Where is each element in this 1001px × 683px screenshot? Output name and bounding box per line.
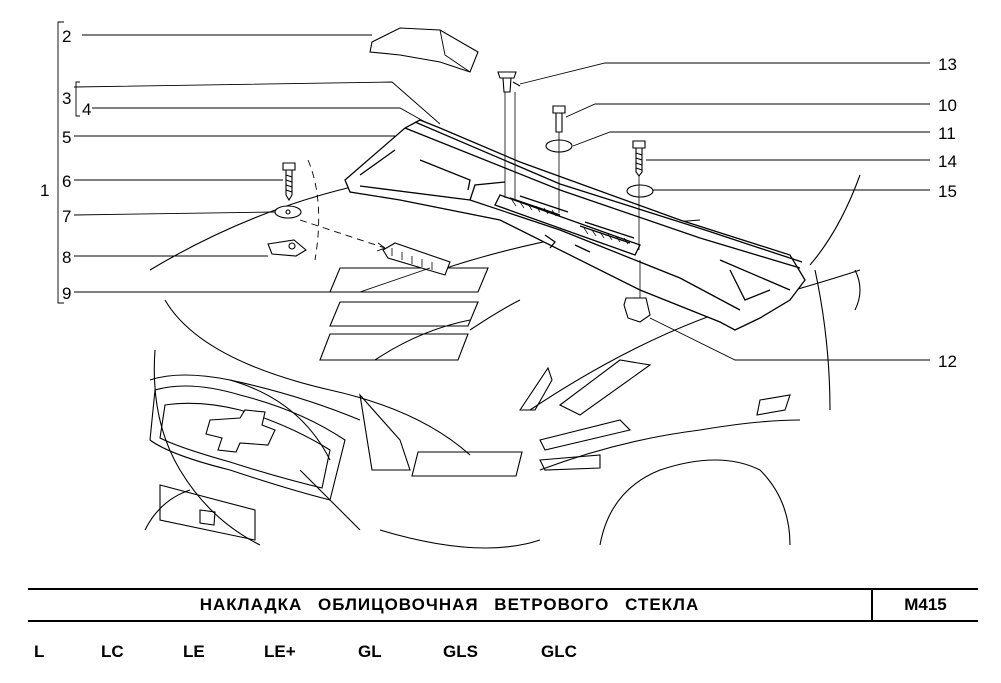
diagram-code: M415 xyxy=(904,595,947,614)
grille xyxy=(149,385,346,541)
variant-label: L xyxy=(34,642,45,661)
variant-label: GLC xyxy=(541,642,577,661)
variant-list: L LC LE LE+ GL GLS GLC xyxy=(0,640,1001,664)
part-6-screw xyxy=(282,162,296,202)
callout-11: 11 xyxy=(938,124,956,143)
part-15-washer xyxy=(626,184,654,198)
cowl-panel xyxy=(344,119,806,331)
title-bar: НАКЛАДКА ОБЛИЦОВОЧНАЯ ВЕТРОВОГО СТЕКЛА M… xyxy=(28,588,978,622)
part-7-washer xyxy=(274,205,302,219)
part-14-screw xyxy=(632,140,646,177)
diagram-title: НАКЛАДКА ОБЛИЦОВОЧНАЯ ВЕТРОВОГО СТЕКЛА xyxy=(199,595,700,614)
callout-6: 6 xyxy=(62,172,71,191)
assembly-lines xyxy=(299,159,386,261)
callout-2: 2 xyxy=(62,27,71,46)
callout-3: 3 xyxy=(62,89,71,108)
part-13-push-clip xyxy=(497,71,521,93)
callout-10: 10 xyxy=(938,96,957,115)
part-9-clip-strip xyxy=(382,242,451,276)
callout-12: 12 xyxy=(938,352,957,371)
part-12-clip xyxy=(623,297,651,323)
parts-diagram: 2 3 4 5 1 6 7 8 9 13 10 11 14 15 12 xyxy=(40,21,957,549)
callout-13: 13 xyxy=(938,55,957,74)
variant-label: LC xyxy=(101,642,124,661)
part-2-seal xyxy=(369,27,479,73)
variant-label: GLS xyxy=(443,642,478,661)
leader-lines xyxy=(57,21,930,361)
callout-14: 14 xyxy=(938,152,957,171)
callout-15: 15 xyxy=(938,182,957,201)
callout-5: 5 xyxy=(62,128,71,147)
title-divider xyxy=(871,590,873,620)
variant-label: GL xyxy=(358,642,382,661)
vent-hatching xyxy=(511,199,629,245)
part-8-clip xyxy=(267,239,307,257)
variant-label: LE xyxy=(183,642,205,661)
direction-marks xyxy=(319,267,652,477)
callout-7: 7 xyxy=(62,207,71,226)
callout-labels: 2 3 4 5 1 6 7 8 9 13 10 11 14 15 12 xyxy=(40,27,957,371)
callout-4: 4 xyxy=(82,100,91,119)
car-outline xyxy=(144,174,861,549)
variant-label: LE+ xyxy=(264,642,296,661)
callout-9: 9 xyxy=(62,284,71,303)
callout-8: 8 xyxy=(62,248,71,267)
part-10-screw xyxy=(552,105,566,133)
callout-1: 1 xyxy=(40,181,49,200)
